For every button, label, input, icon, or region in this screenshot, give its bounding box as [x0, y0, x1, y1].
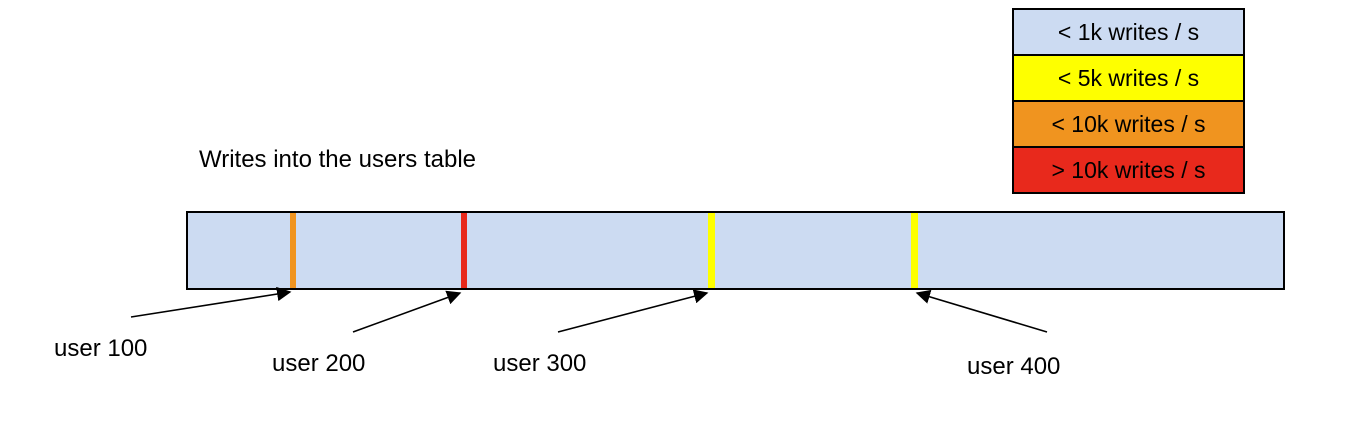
hotspot-stripe-user-100 — [290, 213, 296, 288]
hotspot-stripe-user-400 — [911, 213, 918, 288]
legend-item-lt-10k-label: < 10k writes / s — [1051, 110, 1206, 137]
arrow-user-100 — [130, 286, 292, 318]
label-user-100: user 100 — [54, 335, 148, 362]
arrow-user-300 — [557, 289, 709, 333]
users-table-bar — [186, 211, 1285, 290]
legend-item-gt-10k-label: > 10k writes / s — [1051, 156, 1206, 183]
label-user-300: user 300 — [493, 350, 587, 377]
arrow-user-200 — [352, 290, 462, 333]
label-user-200: user 200 — [272, 350, 366, 377]
legend-item-lt-1k: < 1k writes / s — [1012, 8, 1245, 56]
legend-item-lt-5k: < 5k writes / s — [1012, 54, 1245, 102]
hotspot-stripe-user-300 — [708, 213, 715, 288]
diagram-title: Writes into the users table — [199, 146, 477, 173]
legend-item-gt-10k: > 10k writes / s — [1012, 146, 1245, 194]
hotspot-stripe-user-200 — [461, 213, 467, 288]
legend-item-lt-1k-label: < 1k writes / s — [1057, 18, 1200, 45]
legend-item-lt-5k-label: < 5k writes / s — [1057, 64, 1200, 91]
label-user-400: user 400 — [967, 353, 1061, 380]
legend: < 1k writes / s < 5k writes / s < 10k wr… — [1012, 8, 1245, 194]
arrow-user-400 — [915, 289, 1048, 333]
legend-item-lt-10k: < 10k writes / s — [1012, 100, 1245, 148]
